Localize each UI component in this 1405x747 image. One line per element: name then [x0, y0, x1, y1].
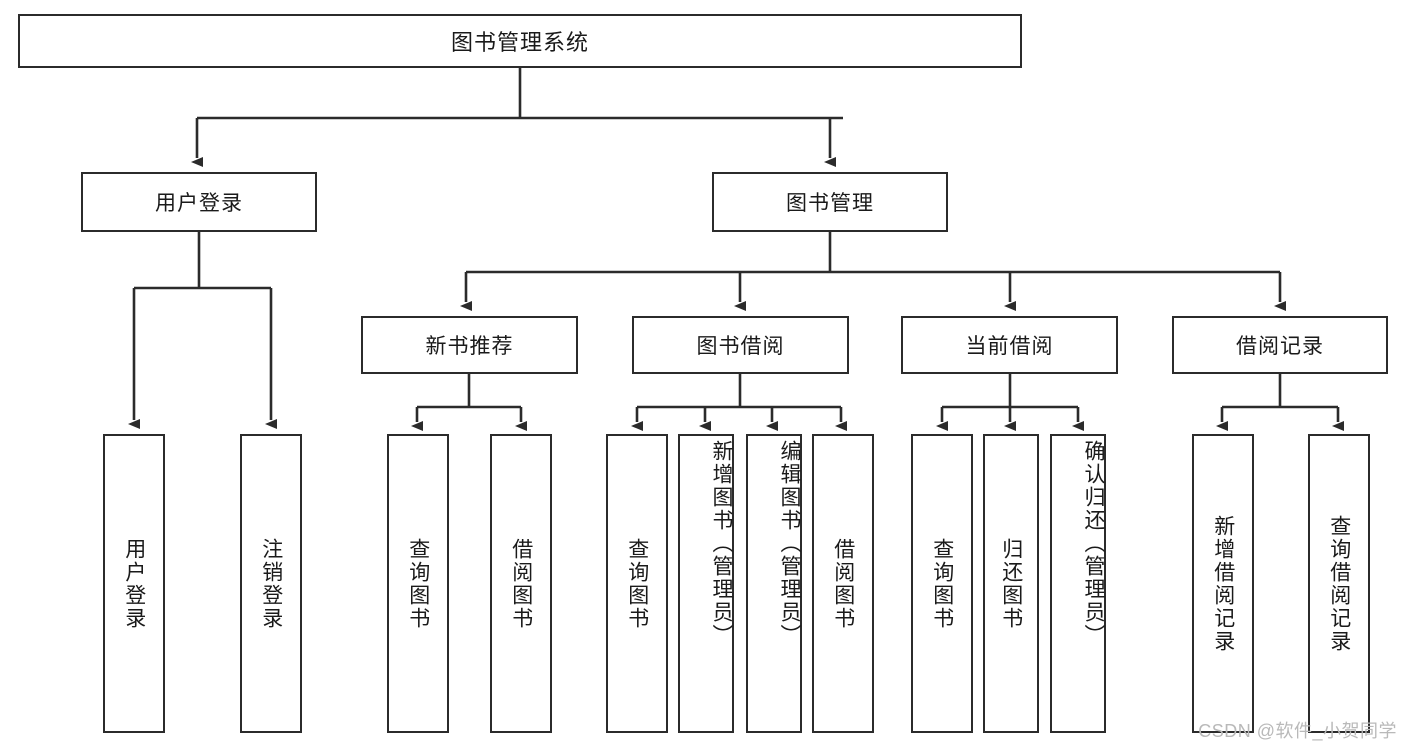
node-book-borrow[interactable]: 图书借阅: [632, 316, 849, 374]
node-leaf-edit-book[interactable]: 编辑图书（管理员）: [746, 434, 802, 733]
leaf-label: 借阅图书: [509, 537, 533, 630]
node-leaf-query-book-3[interactable]: 查询图书: [911, 434, 973, 733]
leaf-label: 新增图书（管理员）: [710, 440, 733, 647]
node-borrow-record[interactable]: 借阅记录: [1172, 316, 1388, 374]
node-leaf-query-record[interactable]: 查询借阅记录: [1308, 434, 1370, 733]
leaf-label: 用户登录: [122, 537, 146, 630]
leaf-label: 查询图书: [930, 537, 954, 630]
node-current-borrow[interactable]: 当前借阅: [901, 316, 1118, 374]
node-leaf-add-record[interactable]: 新增借阅记录: [1192, 434, 1254, 733]
node-user-login[interactable]: 用户登录: [81, 172, 317, 232]
node-leaf-query-book-2[interactable]: 查询图书: [606, 434, 668, 733]
node-book-management[interactable]: 图书管理: [712, 172, 948, 232]
leaf-label: 新增借阅记录: [1211, 514, 1235, 653]
node-leaf-user-login[interactable]: 用户登录: [103, 434, 165, 733]
node-leaf-confirm-return[interactable]: 确认归还（管理员）: [1050, 434, 1106, 733]
leaf-label: 归还图书: [999, 537, 1023, 630]
leaf-label: 查询借阅记录: [1327, 514, 1351, 653]
leaf-label: 查询图书: [406, 537, 430, 630]
node-leaf-borrow-book-1[interactable]: 借阅图书: [490, 434, 552, 733]
node-new-book-recommend[interactable]: 新书推荐: [361, 316, 578, 374]
node-leaf-borrow-book-2[interactable]: 借阅图书: [812, 434, 874, 733]
leaf-label: 编辑图书（管理员）: [778, 440, 801, 647]
node-leaf-user-logout[interactable]: 注销登录: [240, 434, 302, 733]
node-leaf-return-book[interactable]: 归还图书: [983, 434, 1039, 733]
watermark-text: CSDN @软件_小贺同学: [1198, 721, 1397, 741]
leaf-label: 注销登录: [259, 537, 283, 630]
node-root[interactable]: 图书管理系统: [18, 14, 1022, 68]
leaf-label: 确认归还（管理员）: [1082, 440, 1105, 647]
node-leaf-query-book-1[interactable]: 查询图书: [387, 434, 449, 733]
leaf-label: 查询图书: [625, 537, 649, 630]
leaf-label: 借阅图书: [831, 537, 855, 630]
node-leaf-add-book[interactable]: 新增图书（管理员）: [678, 434, 734, 733]
